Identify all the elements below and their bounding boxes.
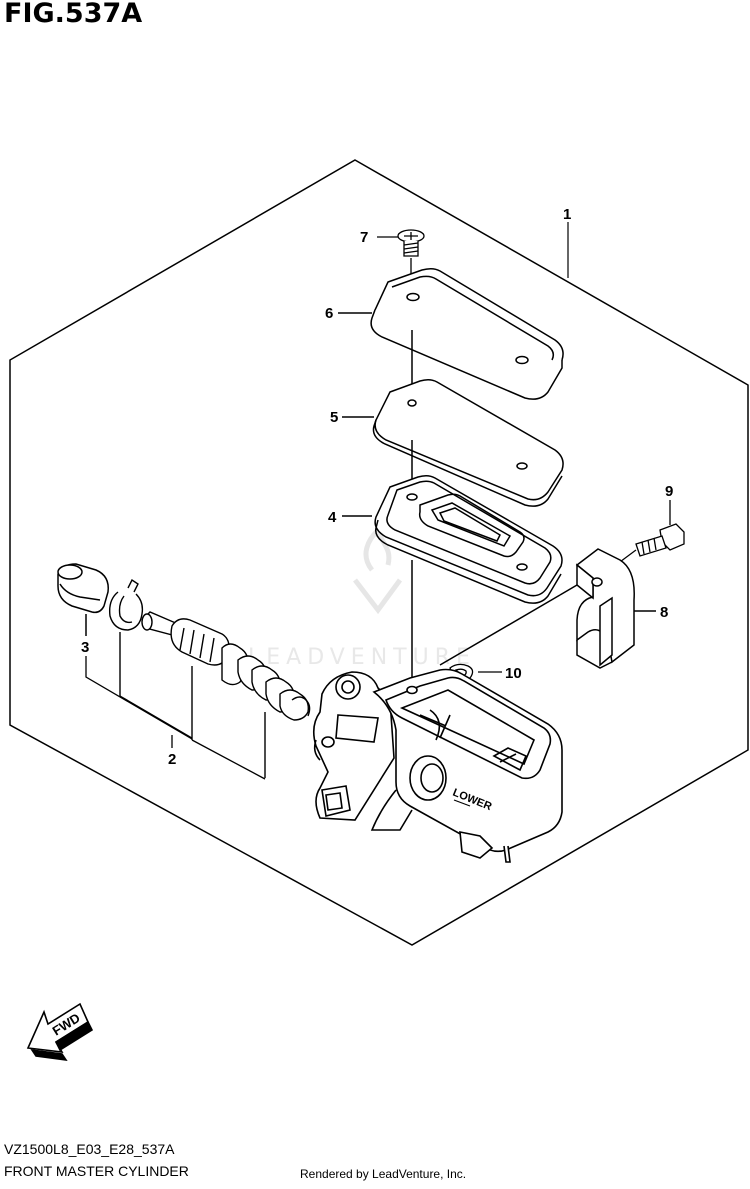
part-9-bolt <box>584 500 685 589</box>
callout-2-bracket <box>85 656 266 780</box>
part-2-circlip <box>108 578 144 631</box>
assembly-hexagon-frame <box>9 159 749 946</box>
figure-name: FRONT MASTER CYLINDER <box>4 1163 189 1179</box>
callout-2: 2 <box>168 751 176 768</box>
part-5-plate <box>342 378 564 507</box>
callout-4: 4 <box>328 509 337 526</box>
figure-title: FIG.537A <box>4 0 143 29</box>
callout-6: 6 <box>325 305 333 322</box>
callout-7: 7 <box>360 229 368 246</box>
callout-3: 3 <box>81 639 89 656</box>
render-credit: Rendered by LeadVenture, Inc. <box>300 1167 467 1181</box>
watermark-text: LEADVENTURE <box>248 645 476 670</box>
callout-9: 9 <box>665 483 673 500</box>
callout-1: 1 <box>563 206 571 223</box>
exploded-parts-diagram: LEADVENTURE <box>9 159 749 1062</box>
part-2-piston-assembly <box>119 611 311 778</box>
callout-8: 8 <box>660 604 668 621</box>
part-8-clamp <box>439 548 656 669</box>
callout-10: 10 <box>505 665 522 682</box>
lower-marking-underline <box>453 799 471 807</box>
part-3-boot <box>57 563 109 636</box>
callout-5: 5 <box>330 409 338 426</box>
figure-code: VZ1500L8_E03_E28_537A <box>4 1141 175 1157</box>
part-4-diaphragm <box>342 474 563 690</box>
part-6-reservoir-cap <box>338 267 564 400</box>
fwd-arrow-icon <box>26 1002 94 1062</box>
watermark-logo <box>353 525 403 615</box>
master-cylinder-body <box>312 668 563 863</box>
